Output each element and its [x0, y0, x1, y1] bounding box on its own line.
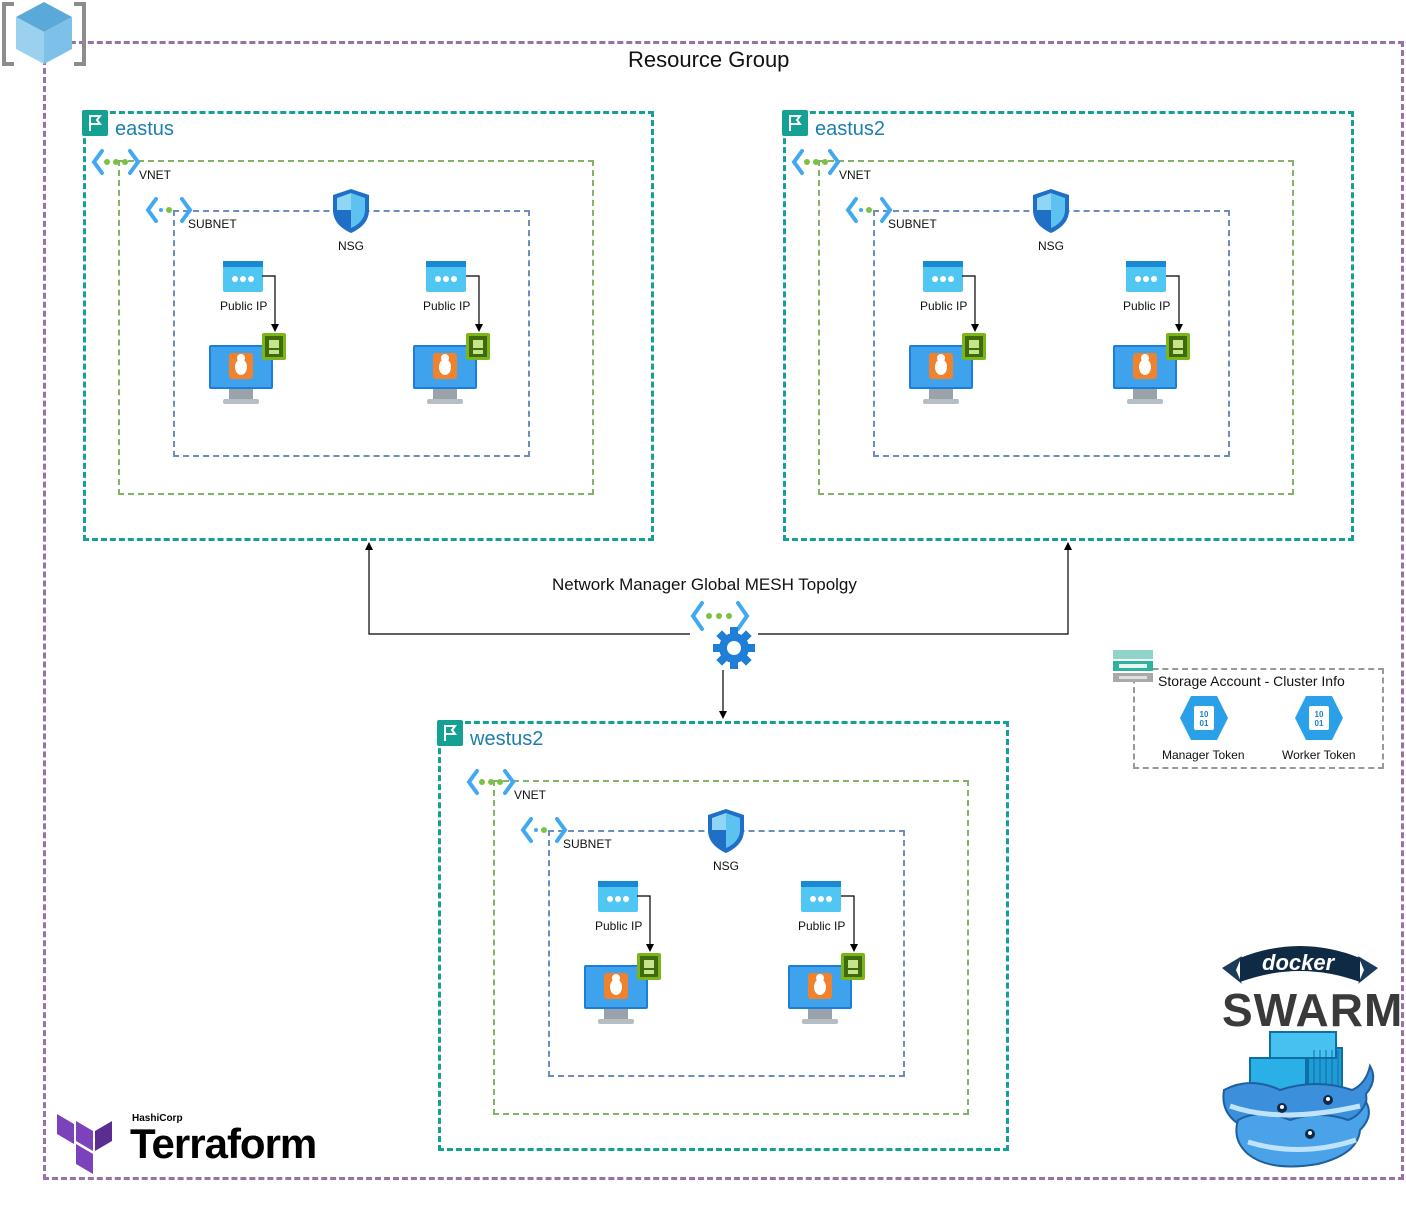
- nic-icon: [262, 333, 286, 360]
- public-ip-icon: [923, 261, 963, 292]
- linux-vm-icon: [584, 965, 648, 1024]
- vnet-label: VNET: [839, 168, 872, 182]
- public-ip-label: Public IP: [220, 299, 268, 313]
- linux-vm-icon: [909, 345, 973, 404]
- storage-account-icon: [1113, 650, 1153, 682]
- storage-account-boundary: [1133, 668, 1384, 769]
- ip-to-nic-connector: [841, 895, 858, 952]
- network-manager-icon: [690, 600, 758, 670]
- terraform-vendor: HashiCorp: [132, 1113, 183, 1124]
- region-eastus-boundary: [83, 111, 654, 541]
- linux-vm-icon: [788, 965, 852, 1024]
- resource-group-boundary: [43, 41, 1404, 1180]
- subnet-label: SUBNET: [888, 217, 937, 231]
- public-ip-icon: [426, 261, 466, 292]
- manager-token-label: Manager Token: [1162, 748, 1245, 762]
- region-flag-icon: [82, 110, 108, 136]
- vnet-icon: [91, 149, 141, 175]
- terraform-logo: [57, 1114, 112, 1174]
- linux-vm-icon: [209, 345, 273, 404]
- token-blob-icon: 10 01: [1295, 696, 1343, 740]
- ip-to-nic-connector: [637, 895, 654, 952]
- nsg-label: NSG: [1038, 239, 1065, 253]
- public-ip-label: Public IP: [1123, 299, 1171, 313]
- nic-icon: [637, 953, 661, 980]
- public-ip-label: Public IP: [920, 299, 968, 313]
- region-eastus2-boundary: [783, 111, 1354, 541]
- nsg-label: NSG: [338, 239, 365, 253]
- nic-icon: [962, 333, 986, 360]
- public-ip-icon: [801, 881, 841, 912]
- terraform-name: Terraform: [130, 1120, 317, 1167]
- docker-swarm-logo: [1222, 946, 1378, 1168]
- nic-icon: [841, 953, 865, 980]
- public-ip-icon: [223, 261, 263, 292]
- svg-text:01: 01: [1315, 719, 1324, 728]
- linux-vm-icon: [1113, 345, 1177, 404]
- vnet-boundary: [493, 780, 969, 1115]
- swarm-word: SWARM: [1222, 984, 1404, 1036]
- nsg-label: NSG: [713, 859, 740, 873]
- subnet-icon: [145, 197, 193, 223]
- nsg-shield-icon: [333, 189, 369, 233]
- vnet-icon: [791, 149, 841, 175]
- public-ip-icon: [1126, 261, 1166, 292]
- linux-vm-icon: [413, 345, 477, 404]
- network-manager-label: Network Manager Global MESH Topolgy: [552, 575, 857, 594]
- vnet-boundary: [118, 160, 594, 495]
- nsg-shield-icon: [708, 809, 744, 853]
- ip-to-nic-connector: [466, 275, 483, 332]
- subnet-label: SUBNET: [563, 837, 612, 851]
- docker-word: docker: [1262, 950, 1335, 975]
- vnet-boundary: [818, 160, 1294, 495]
- region-title: westus2: [470, 728, 544, 750]
- vnet-label: VNET: [139, 168, 172, 182]
- vnet-label: VNET: [514, 788, 547, 802]
- mesh-connector-eastus: [365, 542, 692, 635]
- ip-to-nic-connector: [962, 275, 979, 332]
- svg-text:10: 10: [1200, 710, 1209, 719]
- public-ip-label: Public IP: [423, 299, 471, 313]
- storage-account-title: Storage Account - Cluster Info: [1158, 673, 1345, 689]
- nic-icon: [1166, 333, 1190, 360]
- resource-group-icon: [2, 2, 86, 66]
- public-ip-label: Public IP: [595, 919, 643, 933]
- public-ip-icon: [598, 881, 638, 912]
- region-flag-icon: [437, 720, 463, 746]
- ip-to-nic-connector: [262, 275, 279, 332]
- vnet-icon: [466, 769, 516, 795]
- subnet-icon: [520, 817, 568, 843]
- public-ip-label: Public IP: [798, 919, 846, 933]
- worker-token-label: Worker Token: [1282, 748, 1356, 762]
- region-title: eastus: [115, 118, 174, 140]
- resource-group-title: Resource Group: [628, 47, 790, 72]
- subnet-icon: [845, 197, 893, 223]
- subnet-label: SUBNET: [188, 217, 237, 231]
- ip-to-nic-connector: [1166, 275, 1183, 332]
- nic-icon: [466, 333, 490, 360]
- svg-text:01: 01: [1200, 719, 1209, 728]
- token-blob-icon: 10 01: [1180, 696, 1228, 740]
- nsg-shield-icon: [1033, 189, 1069, 233]
- region-flag-icon: [782, 110, 808, 136]
- mesh-connector-eastus2: [756, 542, 1072, 635]
- region-title: eastus2: [815, 118, 886, 140]
- region-westus2-boundary: [438, 721, 1009, 1151]
- svg-text:10: 10: [1315, 710, 1324, 719]
